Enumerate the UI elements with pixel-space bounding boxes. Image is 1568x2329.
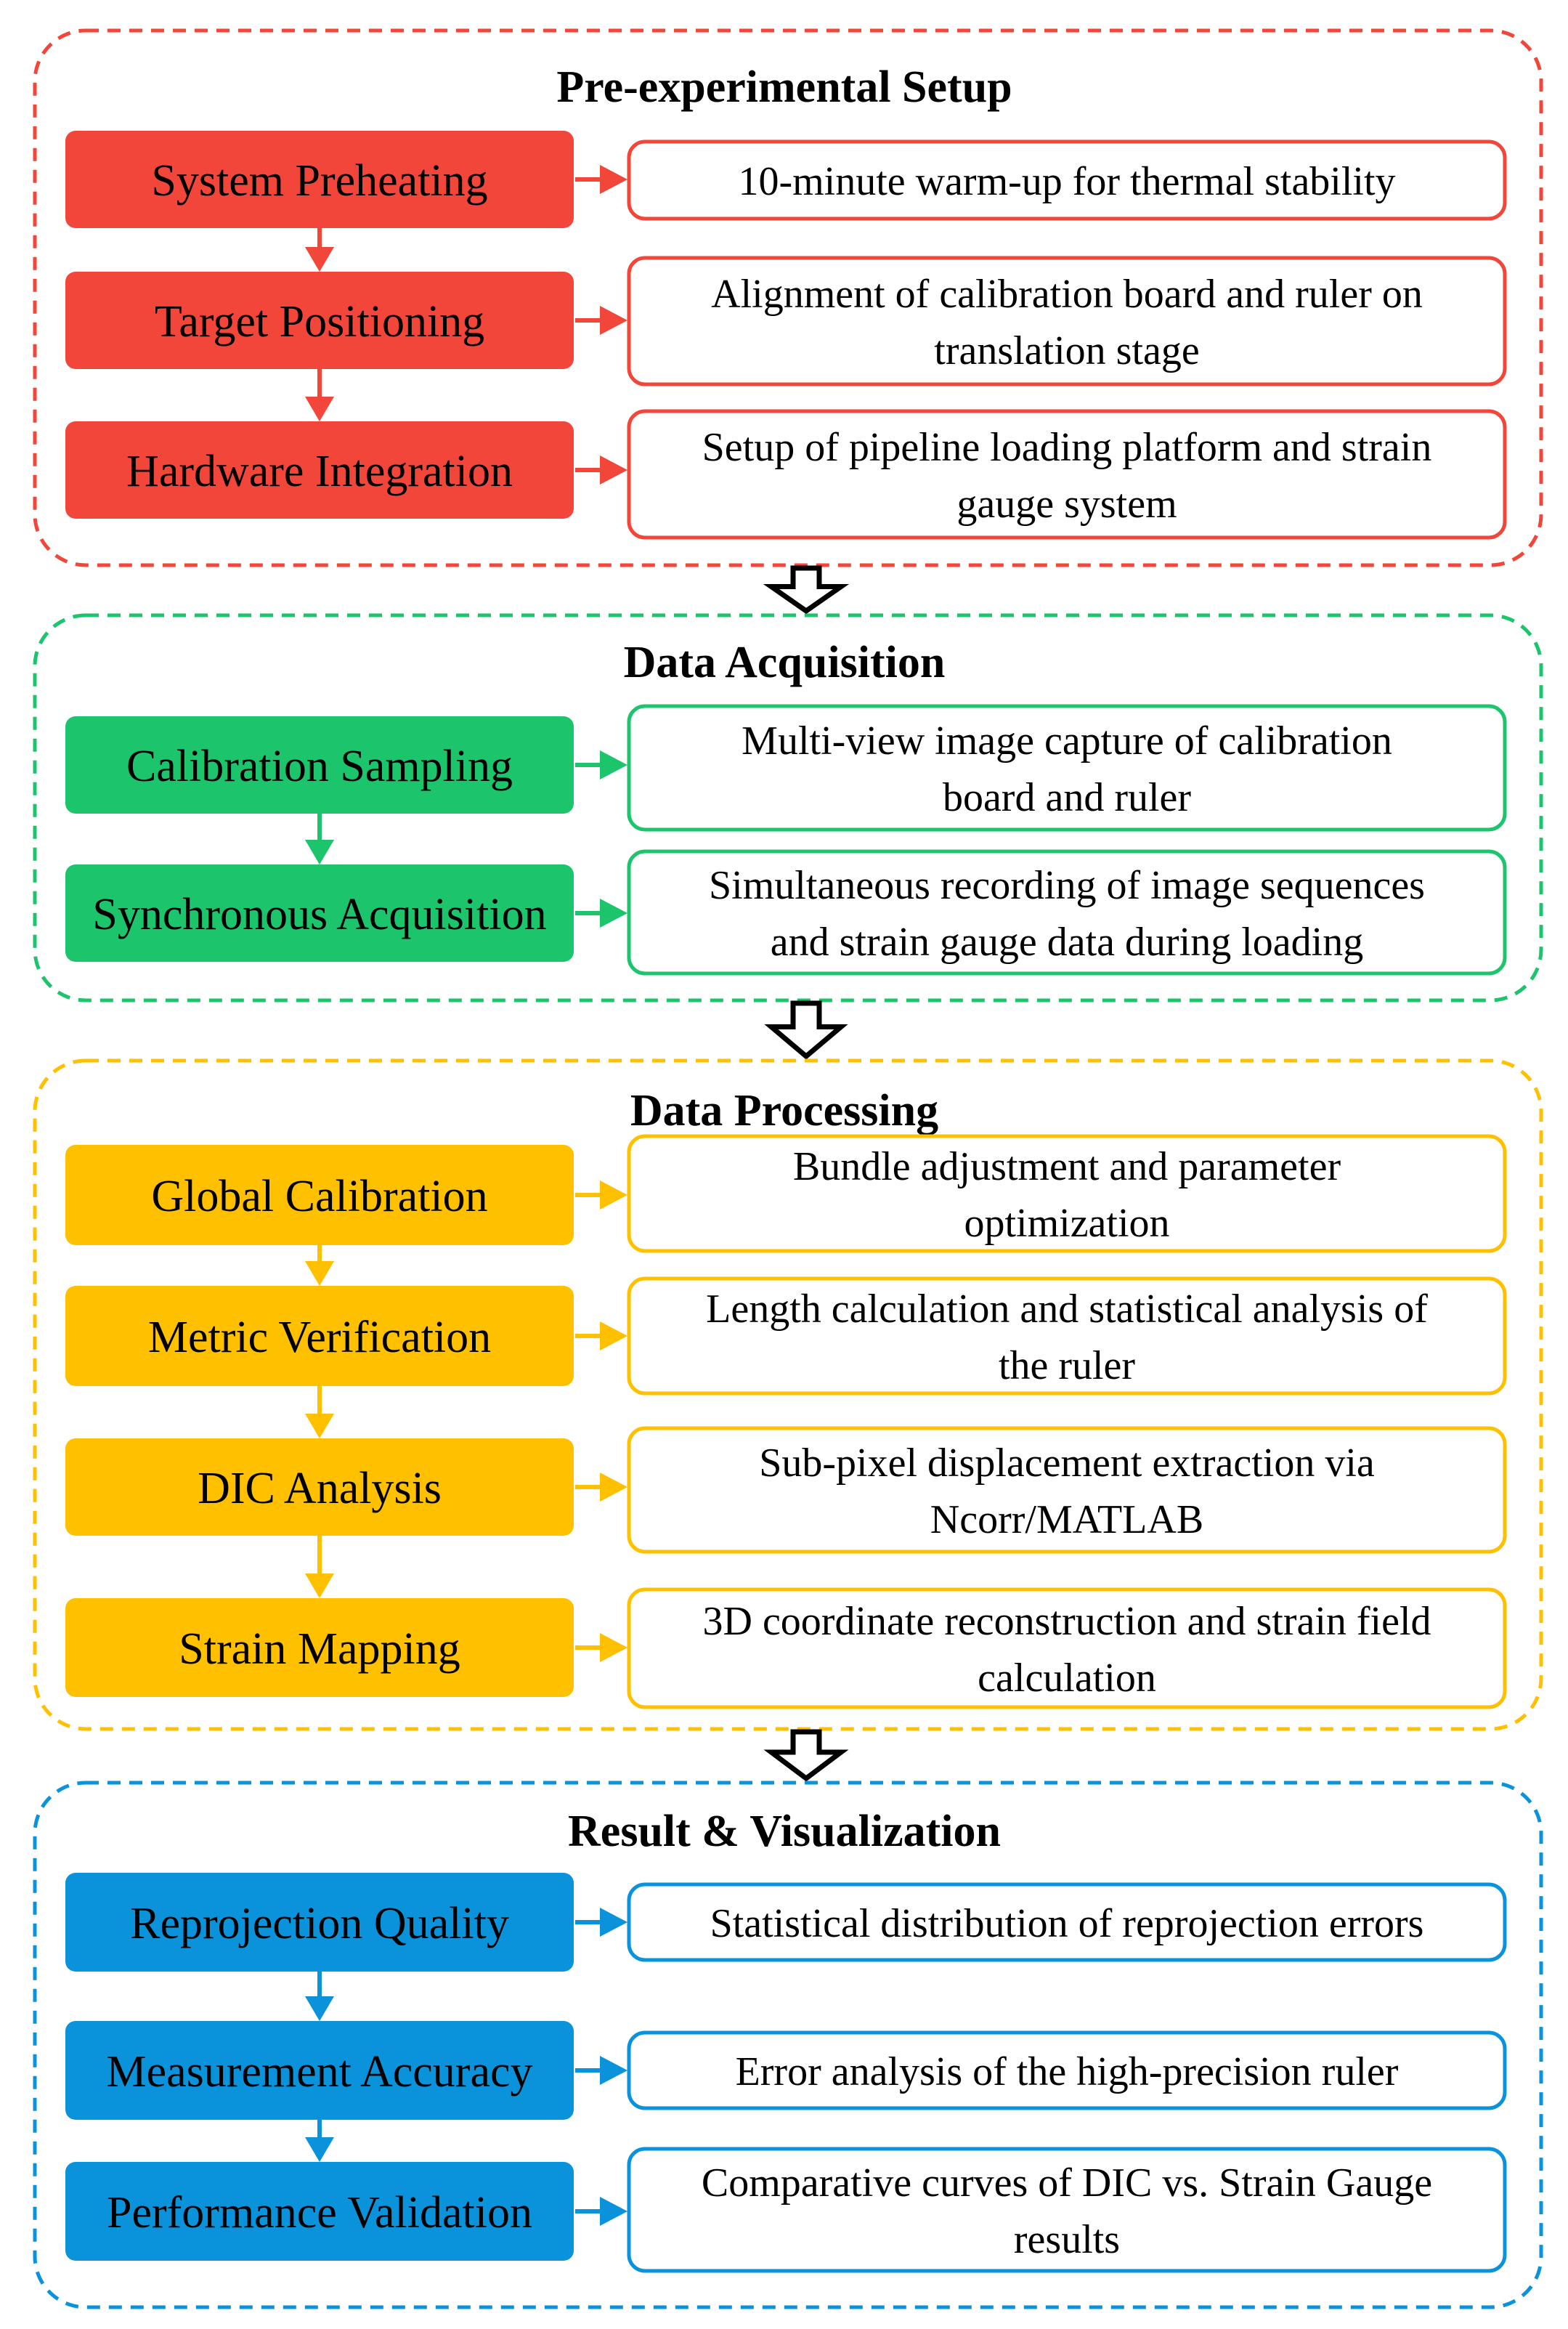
arrow-head bbox=[600, 306, 627, 335]
arrow-head bbox=[600, 2056, 627, 2085]
step-label: Measurement Accuracy bbox=[106, 2047, 532, 2097]
step-box bbox=[65, 2162, 574, 2261]
arrow-head bbox=[600, 2197, 627, 2226]
arrow-head bbox=[600, 1321, 627, 1350]
description-line: results bbox=[1014, 2217, 1120, 2262]
step-label: Metric Verification bbox=[148, 1313, 491, 1362]
step-box bbox=[65, 2021, 574, 2120]
step-box bbox=[65, 1438, 574, 1536]
description-line: optimization bbox=[964, 1201, 1169, 1246]
section-title: Data Processing bbox=[630, 1086, 938, 1135]
description-line: 10-minute warm-up for thermal stability bbox=[738, 159, 1395, 204]
description-box bbox=[627, 704, 1507, 832]
description-line: Simultaneous recording of image sequence… bbox=[709, 863, 1425, 908]
description-line: Bundle adjustment and parameter bbox=[793, 1144, 1341, 1189]
arrow-head bbox=[305, 247, 334, 272]
step-box bbox=[65, 1873, 574, 1972]
description-box bbox=[627, 2147, 1507, 2273]
step-box bbox=[65, 864, 574, 962]
step-label: Reprojection Quality bbox=[130, 1899, 509, 1948]
description-line: Length calculation and statistical analy… bbox=[706, 1287, 1428, 1332]
section-transition-arrow-icon bbox=[764, 1000, 848, 1060]
description-line: 3D coordinate reconstruction and strain … bbox=[703, 1599, 1431, 1644]
step-box bbox=[65, 272, 574, 369]
description-line: Comparative curves of DIC vs. Strain Gau… bbox=[702, 2160, 1432, 2206]
arrow-head bbox=[305, 2137, 334, 2162]
section-title: Pre-experimental Setup bbox=[556, 62, 1012, 112]
description-line: the ruler bbox=[999, 1343, 1135, 1388]
step-label: Hardware Integration bbox=[126, 447, 513, 496]
section-title: Result & Visualization bbox=[568, 1807, 1001, 1856]
arrow-head bbox=[305, 1996, 334, 2021]
description-line: board and ruler bbox=[943, 775, 1191, 820]
arrow-head bbox=[600, 899, 627, 928]
step-box bbox=[65, 1598, 574, 1697]
arrow-head bbox=[305, 1414, 334, 1438]
step-box bbox=[65, 716, 574, 814]
description-box bbox=[627, 1587, 1507, 1709]
description-line: Alignment of calibration board and ruler… bbox=[711, 272, 1423, 317]
arrow-head bbox=[305, 840, 334, 864]
description-line: Multi-view image capture of calibration bbox=[742, 718, 1392, 763]
arrow-head bbox=[600, 1908, 627, 1937]
arrow-head bbox=[600, 1473, 627, 1502]
step-label: Target Positioning bbox=[155, 297, 484, 347]
section-transition-arrow-icon bbox=[763, 565, 850, 615]
step-label: Calibration Sampling bbox=[126, 742, 513, 791]
step-label: Strain Mapping bbox=[179, 1624, 460, 1674]
arrow-head bbox=[305, 1261, 334, 1286]
description-box bbox=[627, 1882, 1507, 1962]
description-box bbox=[627, 409, 1507, 540]
section-transition-arrow-icon bbox=[763, 1729, 849, 1782]
arrow-head bbox=[600, 165, 627, 194]
section-title: Data Acquisition bbox=[624, 638, 946, 687]
step-label: Global Calibration bbox=[151, 1172, 487, 1221]
section-frame bbox=[33, 1781, 1543, 2309]
arrow-head bbox=[305, 1573, 334, 1598]
step-box bbox=[65, 1145, 574, 1245]
description-line: calculation bbox=[978, 1656, 1156, 1701]
step-label: Performance Validation bbox=[107, 2188, 532, 2237]
description-line: Error analysis of the high-precision rul… bbox=[736, 2049, 1399, 2094]
arrow-head bbox=[600, 1180, 627, 1210]
description-line: Setup of pipeline loading platform and s… bbox=[702, 425, 1432, 470]
description-box bbox=[627, 139, 1507, 221]
arrow-head bbox=[600, 750, 627, 779]
step-label: Synchronous Acquisition bbox=[92, 890, 546, 939]
step-box bbox=[65, 421, 574, 519]
description-box bbox=[627, 256, 1507, 386]
section-frame bbox=[33, 1058, 1543, 1731]
description-box bbox=[627, 2030, 1507, 2110]
description-line: Statistical distribution of reprojection… bbox=[710, 1901, 1424, 1946]
section-frame bbox=[33, 28, 1543, 567]
description-box bbox=[627, 849, 1507, 976]
step-box bbox=[65, 131, 574, 228]
description-box bbox=[627, 1134, 1507, 1253]
arrow-head bbox=[600, 1633, 627, 1662]
arrow-head bbox=[305, 397, 334, 421]
section-frame bbox=[33, 613, 1543, 1003]
description-line: Ncorr/MATLAB bbox=[930, 1497, 1203, 1542]
description-box bbox=[627, 1426, 1507, 1554]
description-line: gauge system bbox=[956, 482, 1177, 527]
description-line: and strain gauge data during loading bbox=[771, 920, 1363, 965]
description-box bbox=[627, 1276, 1507, 1396]
step-label: System Preheating bbox=[151, 156, 487, 206]
description-line: translation stage bbox=[934, 328, 1199, 373]
arrow-head bbox=[600, 455, 627, 485]
description-line: Sub-pixel displacement extraction via bbox=[759, 1441, 1375, 1486]
step-label: DIC Analysis bbox=[198, 1464, 442, 1513]
step-box bbox=[65, 1286, 574, 1386]
